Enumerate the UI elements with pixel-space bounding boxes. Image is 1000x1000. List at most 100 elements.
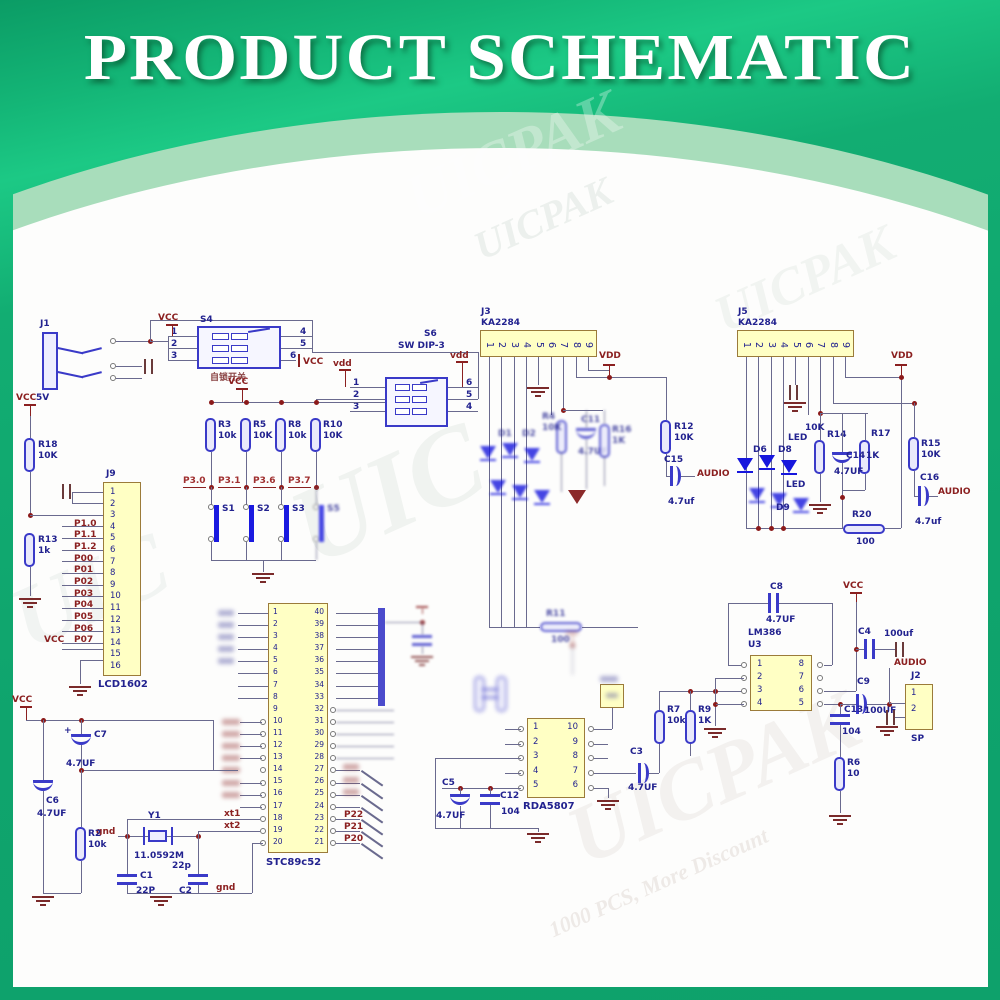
wire — [172, 326, 173, 336]
pin-number: 26 — [314, 776, 324, 786]
wire — [62, 631, 103, 632]
ground-symbol — [19, 598, 41, 608]
wire — [824, 691, 856, 692]
wire — [246, 452, 247, 487]
capacitor-value: 4.7UF — [834, 467, 864, 477]
capacitor — [412, 635, 432, 646]
capacitor — [856, 694, 867, 714]
wire — [435, 828, 538, 829]
resistor — [474, 676, 485, 712]
pin-number: 24 — [314, 800, 324, 810]
led-bar — [771, 506, 787, 508]
led-bar — [793, 511, 809, 513]
resistor-ref: R8 — [288, 420, 302, 430]
wire — [240, 795, 262, 796]
wire — [505, 773, 521, 774]
vcc-symbol — [850, 592, 862, 594]
resistor-value: 10k — [288, 431, 307, 441]
wire — [856, 602, 857, 691]
resistor-ref: R17 — [871, 429, 891, 439]
ground-bars-icon — [789, 385, 798, 400]
resistor-value: 10k — [218, 431, 237, 441]
capacitor-value: 4.7UF — [766, 615, 796, 625]
wire — [865, 413, 866, 440]
wire — [336, 831, 360, 832]
capacitor-value: 22p — [172, 861, 191, 871]
wire — [238, 686, 268, 687]
wire — [62, 643, 103, 644]
pin-number: 13 — [110, 626, 121, 637]
vdd-symbol — [456, 361, 468, 363]
wire — [240, 807, 262, 808]
resistor — [834, 757, 845, 791]
lcd-signal: P1.2 — [74, 542, 97, 552]
pin-number: 7 — [110, 556, 116, 567]
pin-number: 13 — [273, 752, 283, 762]
wire — [336, 661, 378, 662]
gnd-label: gnd — [216, 883, 236, 893]
wire — [690, 744, 691, 756]
jack-contact — [82, 347, 102, 354]
resistor-ref: R2 — [88, 829, 102, 839]
wire — [728, 603, 768, 604]
wire — [885, 528, 901, 529]
wire — [238, 698, 268, 699]
pin-number: 10 — [567, 722, 578, 732]
gnd-label: gnd — [96, 827, 116, 837]
vcc-symbol — [566, 632, 578, 634]
wire — [795, 357, 796, 385]
led-bar — [781, 473, 797, 475]
capacitor — [71, 734, 91, 745]
pin-circle — [110, 375, 116, 381]
wire — [316, 487, 317, 505]
wire — [489, 357, 490, 627]
switch-bar — [412, 384, 427, 391]
j3-ref: J3 — [481, 307, 491, 317]
pin-number: 14 — [110, 637, 121, 648]
led-icon — [771, 493, 787, 506]
button-bar — [319, 505, 324, 542]
wire — [422, 646, 423, 654]
pin-number: 5 — [273, 655, 278, 665]
wire — [62, 649, 103, 650]
led-bar — [524, 461, 540, 463]
amp-ref: U3 — [748, 640, 762, 650]
capacitor — [188, 874, 208, 885]
pin-number: 2 — [911, 704, 917, 714]
wire — [72, 503, 103, 504]
wire — [422, 622, 423, 635]
junction-dot — [279, 400, 284, 405]
wire — [842, 490, 865, 491]
vcc-symbol — [416, 606, 428, 608]
capacitor-ref: C11 — [581, 415, 601, 425]
j3-part: KA2284 — [481, 318, 520, 328]
wire — [211, 452, 212, 487]
wire — [116, 341, 150, 342]
wire — [865, 474, 866, 490]
pin-number: 14 — [273, 764, 283, 774]
j1-ref: J1 — [40, 319, 50, 329]
resistor-value: 10k — [667, 716, 686, 726]
antenna-mark — [606, 693, 618, 698]
plus-sign: + — [64, 726, 72, 736]
antenna-connector — [600, 684, 624, 708]
resistor-ref: R20 — [852, 510, 872, 520]
wire — [238, 661, 268, 662]
wire — [435, 758, 436, 828]
vdd-symbol — [895, 364, 907, 366]
vcc-label: VCC — [158, 313, 179, 323]
pin-number: 35 — [314, 667, 324, 677]
wire — [252, 843, 253, 893]
vcc-label: VCC — [44, 635, 65, 645]
wire — [716, 704, 744, 705]
capacitor-ref: C9 — [857, 677, 870, 687]
pin-circle — [330, 780, 336, 786]
blurred-label — [600, 676, 618, 682]
resistor-value: 1k — [38, 546, 51, 556]
wire — [551, 357, 552, 415]
pin-number: 2 — [533, 736, 539, 747]
speaker-part: SP — [911, 734, 925, 744]
ground-bars-icon — [144, 359, 153, 374]
capacitor-value: 4.7UF — [436, 811, 466, 821]
